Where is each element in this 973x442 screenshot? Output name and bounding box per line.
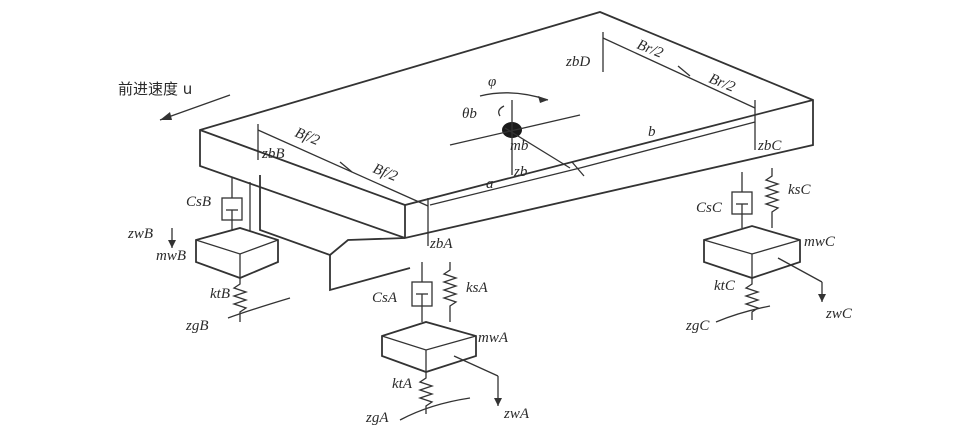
wheel-mass-c-label: mwC: [804, 234, 836, 250]
road-input-c-label: zgC: [685, 318, 710, 334]
road-input-b-label: zgB: [185, 318, 209, 334]
damper-b-label: CsB: [186, 194, 211, 210]
distance-b-label: b: [648, 124, 656, 140]
damper-c-label: CsC: [696, 200, 723, 216]
zbA-label: zbA: [429, 236, 453, 252]
rear-track-dimension: [602, 32, 756, 116]
body-displacement-label: zb: [513, 164, 528, 180]
forward-speed-label: 前进速度 u: [118, 80, 192, 98]
body-mass-label: mb: [510, 138, 529, 154]
wheel-displacement-a-label: zwA: [503, 406, 530, 422]
wheel-displacement-c-label: zwC: [825, 306, 853, 322]
suspension-corner-a: [381, 262, 502, 421]
center-of-mass: [449, 92, 581, 175]
damper-a-label: CsA: [372, 290, 398, 306]
wheelbase-dimensions: [429, 121, 756, 206]
wheel-displacement-b-label: zwB: [127, 226, 153, 242]
forward-speed-arrow: [159, 94, 231, 121]
tire-stiffness-a-label: ktA: [392, 376, 413, 392]
road-input-a-label: zgA: [365, 410, 389, 426]
zbC-label: zbC: [757, 138, 782, 154]
distance-a-label: a: [486, 176, 494, 192]
roll-angle-label: θb: [462, 106, 477, 122]
zbB-label: zbB: [261, 146, 285, 162]
wheel-mass-a-label: mwA: [478, 330, 509, 346]
tire-stiffness-b-label: ktB: [210, 286, 230, 302]
suspension-corner-c: [703, 168, 826, 323]
wheel-mass-b-label: mwB: [156, 248, 186, 264]
spring-c-label: ksC: [788, 182, 811, 198]
tire-stiffness-c-label: ktC: [714, 278, 736, 294]
suspension-corner-b: [168, 178, 291, 322]
front-track-dimension: [257, 124, 429, 214]
zbD-label: zbD: [565, 54, 590, 70]
pitch-angle-label: φ: [488, 74, 496, 90]
spring-a-label: ksA: [466, 280, 488, 296]
